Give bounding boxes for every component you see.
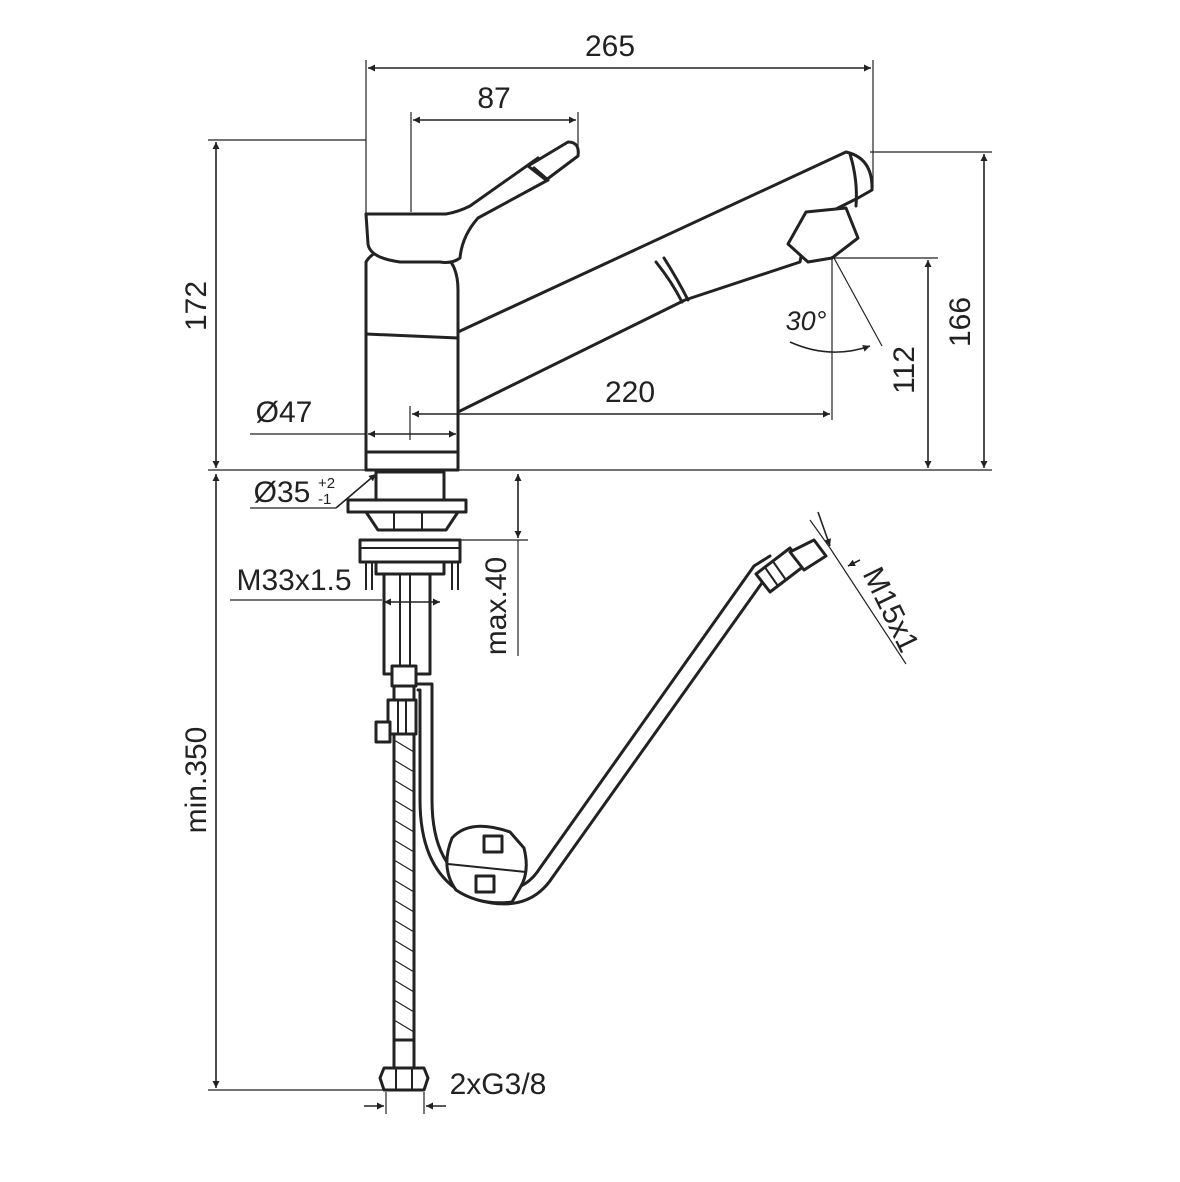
threaded-rod [382, 572, 432, 676]
label-166: 166 [944, 297, 977, 347]
hose-coupling [386, 698, 418, 736]
fixing-nut [358, 538, 462, 564]
label-m15: M15x1 [856, 562, 925, 657]
shank [374, 470, 446, 504]
lever-handle [526, 140, 580, 182]
dim-leader-35 [335, 473, 377, 509]
label-112: 112 [888, 346, 921, 394]
spout-end-line [848, 152, 858, 208]
hose-weight [445, 824, 528, 905]
label-diameter-47: Ø47 [256, 396, 313, 429]
label-87: 87 [477, 82, 510, 115]
clamp-plate [346, 498, 468, 514]
label-tolerance-lower: -1 [318, 491, 331, 508]
fixing-assembly [346, 470, 468, 676]
label-min350: min.350 [180, 727, 213, 834]
dimension-labels: 265 87 172 166 112 30° 220 Ø47 Ø35 +2 -1… [180, 30, 977, 1101]
m15-tip [788, 538, 828, 572]
hose-connector-top [390, 664, 418, 688]
side-clip [374, 720, 392, 744]
lever-handle-line [532, 166, 550, 182]
spout [456, 150, 874, 414]
label-m33: M33x1.5 [236, 564, 351, 597]
label-265: 265 [585, 30, 635, 63]
weight-window-bottom [474, 874, 496, 894]
column-band-top [364, 332, 460, 340]
clamp-legs [364, 510, 460, 532]
spout-joint [654, 260, 684, 304]
g38-nut [378, 1066, 430, 1092]
supply-hoses [374, 538, 828, 1092]
main-column [364, 246, 460, 472]
weight-window-top [482, 834, 504, 854]
hose-connector-bottom [392, 1038, 416, 1070]
label-30-deg: 30° [786, 306, 827, 336]
label-max40: max.40 [480, 557, 513, 655]
dim-line-m15 [817, 511, 831, 547]
braid-pattern [393, 739, 415, 1033]
dim-arc-30 [789, 341, 871, 353]
nut-lower [374, 560, 446, 576]
label-g38: 2xG3/8 [450, 1068, 547, 1101]
lever-head [364, 156, 550, 264]
label-172: 172 [180, 281, 213, 331]
label-diameter-35: Ø35 [254, 476, 311, 509]
label-tolerance-upper: +2 [318, 475, 335, 492]
spout-joint-2 [662, 256, 690, 302]
label-220: 220 [605, 376, 655, 409]
dim-line-m15-b [847, 559, 861, 567]
dimension-lines [208, 60, 992, 1114]
